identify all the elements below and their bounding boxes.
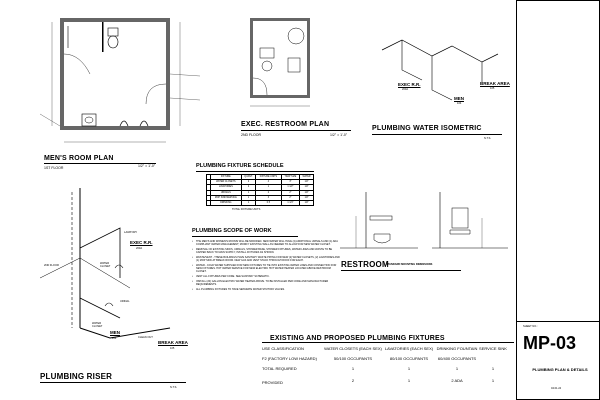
list-item: WASTE/VENT - THESE BUILDINGS HAVE SANITA… (192, 256, 340, 262)
riser-men: MEN (110, 330, 120, 335)
riser-break-num: 105 (170, 347, 175, 350)
scope-title: PLUMBING SCOPE OF WORK (192, 228, 272, 234)
mens-room-floor: 1ST FLOOR (44, 166, 64, 170)
exec-restroom-title: EXEC. RESTROOM PLAN (241, 121, 330, 128)
sheet-number: MP-03 (523, 333, 577, 353)
scope-list: THE MEN'S AND WOMEN'S ROOMS WILL BE MODI… (192, 240, 340, 293)
riser-break-area: BREAK AREA (158, 340, 188, 345)
list-item: THE MEN'S AND WOMEN'S ROOMS WILL BE MODI… (192, 240, 340, 246)
restroom-elevation-drawing (340, 192, 508, 249)
iso-men: MEN (454, 96, 464, 101)
riser-water-closet: WATER CLOSET (100, 262, 111, 268)
riser-clean-out: CLEAN OUT (138, 336, 153, 339)
mens-room-scale: 1/2" = 1'-0" (138, 164, 156, 168)
sheet-no-label: SHEET NO.: (523, 325, 538, 328)
water-closet-tank (107, 27, 119, 37)
exist-h1: WATER CLOSETS (EACH SEX) (324, 345, 382, 351)
lavatory-elevation (449, 229, 471, 235)
exist-h4: SERVICE SINK (479, 345, 507, 351)
isometric-title: PLUMBING WATER ISOMETRIC (372, 125, 482, 132)
lavatory (81, 113, 97, 127)
urinal-1 (119, 120, 129, 127)
riser-men-num: 104 (112, 337, 117, 340)
grab-bar (369, 215, 393, 221)
riser-exec-rr: EXEC R.R. (130, 240, 153, 245)
wall-bottom (60, 126, 170, 130)
existing-table: USE CLASSIFICATION WATER CLOSETS (EACH S… (262, 343, 508, 387)
iso-exec-rr: EXEC R.R. (398, 82, 421, 87)
riser-2nd-floor: 2ND FLOOR (44, 264, 59, 267)
restroom-subtitle: STANDARD MOUNTING DIMENSIONS (386, 263, 433, 266)
list-item: INSTALL (20) GALLON ELECTRIC WATER HEATE… (192, 280, 340, 286)
toilet-elevation (373, 233, 391, 244)
list-item: WATER - COLD WATER SUPPLIED FOR NEW FIXT… (192, 264, 340, 274)
iso-break-num: 105 (490, 87, 495, 90)
riser-urinal: URINAL (120, 300, 130, 303)
mens-room-title: MEN'S ROOM PLAN (44, 155, 114, 162)
list-item: VENT ALL FIXTURES PER CODE. SEE SANITARY… (192, 275, 340, 278)
urinal-2 (139, 120, 149, 127)
mirror (451, 207, 469, 229)
mens-room-drawing (39, 18, 201, 143)
wall-top (60, 18, 170, 22)
isometric-drawing (381, 39, 499, 101)
schedule-total: TOTAL FIXTURE UNITS (232, 208, 261, 211)
iso-exec-rr-num: 200A (402, 88, 409, 91)
list-item: ALL PLUMBING FIXTURES TO HAVE SEPARATE W… (192, 288, 340, 291)
riser-title: PLUMBING RISER (40, 372, 113, 381)
iso-break-area: BREAK AREA (480, 81, 510, 86)
riser-lavatory: LAVATORY (124, 231, 138, 234)
riser-water-closet-2: WATER CLOSET (92, 322, 103, 328)
iso-men-num: 104 (457, 102, 462, 105)
schedule-table: FIXTURE QUANT. FIXTURE UNITS TRAP SIZE W… (206, 173, 314, 207)
sheet-date: 04.01.24 (551, 387, 562, 390)
sheet-title: PLUMBING PLAN & DETAILS (532, 367, 588, 372)
riser-scale: N.T.S. (170, 386, 178, 389)
exist-h2: LAVATORIES (EACH SEX) (384, 345, 434, 351)
existing-title: EXISTING AND PROPOSED PLUMBING FIXTURES (270, 335, 445, 342)
schedule-title: PLUMBING FIXTURE SCHEDULE (196, 163, 284, 169)
exist-h0: USE CLASSIFICATION (262, 345, 304, 351)
exist-h3: DRINKING FOUNTAIN (436, 345, 478, 351)
restroom-title: RESTROOM (341, 260, 389, 269)
exec-restroom-scale: 1/2" = 1'-0" (330, 133, 348, 137)
list-item: REMOVAL OF EXISTING SINKS, URINALS, SHOW… (192, 248, 340, 254)
water-closet-bowl (107, 35, 119, 49)
exec-restroom-drawing (250, 18, 310, 107)
water-heater (287, 27, 305, 45)
exec-restroom-floor: 2ND FLOOR (241, 133, 262, 137)
title-block: SHEET NO.: MP-03 PLUMBING PLAN & DETAILS… (516, 0, 600, 400)
riser-drawing (39, 188, 171, 339)
wall-left (60, 18, 64, 130)
isometric-scale: N.T.S. (484, 137, 492, 140)
wall-right (166, 18, 170, 130)
riser-exec-num: 200A (136, 247, 143, 250)
